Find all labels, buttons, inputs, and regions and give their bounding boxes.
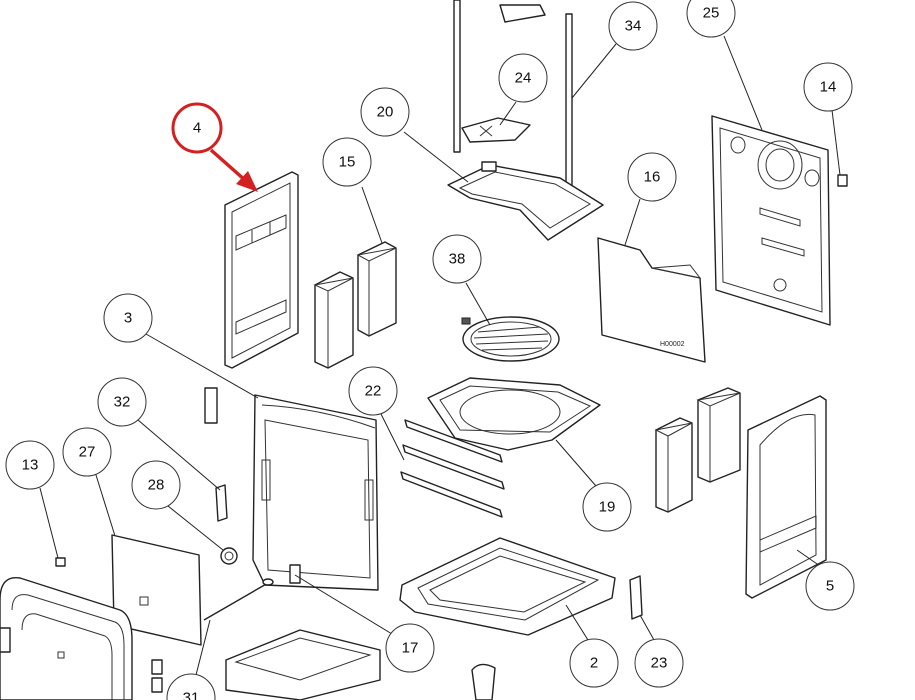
highlight-arrow [209,148,258,192]
callout-24: 24 [498,53,548,103]
callout-circle [569,638,619,688]
callout-circle [97,377,147,427]
leader-lines [39,35,841,676]
front-door-partial [0,576,133,700]
callout-circle [348,366,398,416]
part-4-rear-frame [224,171,299,369]
ash-pan [225,629,381,700]
callout-34: 34 [608,1,658,51]
callout-label: 14 [820,79,837,96]
callout-label: 13 [22,457,39,474]
part-34-rods [453,0,573,187]
callout-32: 32 [97,377,147,427]
part-24-clip [461,117,531,143]
callout-label: 28 [148,477,165,494]
callout-31: 31 [166,673,216,700]
part-25-back-plate [711,115,831,326]
part-15-firebricks [313,241,397,369]
part-16-rear-firebrick: H00002 [597,237,706,363]
callout-label: 3 [124,310,132,327]
callout-circle [582,482,632,532]
part-20-baffle [447,161,604,241]
callout-label: 27 [79,444,96,461]
callout-circle [166,673,216,700]
callout-16: 16 [627,152,677,202]
callout-38: 38 [432,234,482,284]
callout-label: 32 [114,394,131,411]
callout-circle [627,152,677,202]
callout-label: 31 [183,690,200,700]
callout-17: 17 [385,623,435,673]
callout-3: 3 [103,293,153,343]
part-2-base-tray [399,537,616,636]
part-22-bars [400,419,505,518]
callout-14: 14 [803,62,853,112]
callout-20: 20 [360,87,410,137]
callout-label: 20 [377,104,394,121]
callout-13: 13 [5,440,55,490]
callout-label: 17 [402,640,419,657]
callout-circle [608,1,658,51]
callout-circle [171,102,223,154]
callout-label: 15 [339,154,356,171]
callout-circle [322,137,372,187]
callout-circle [385,623,435,673]
callout-circle [103,293,153,343]
part-32-plate [204,387,228,522]
callout-2: 2 [569,638,619,688]
part-5-door [745,395,827,599]
part-19-grate-frame [427,377,601,451]
callout-25: 25 [686,0,736,38]
part-27-glass [111,534,202,646]
part-31-rod [203,578,274,621]
part-3-front-frame [252,394,379,591]
callout-circle [803,62,853,112]
callout-circle [5,440,55,490]
callout-circle [634,638,684,688]
callout-27: 27 [62,427,112,477]
callout-22: 22 [348,366,398,416]
callout-circle [62,427,112,477]
callout-circle [498,53,548,103]
callout-label: 24 [515,70,532,87]
part-28-knob [220,547,238,565]
callout-label: 19 [599,499,616,516]
callout-19: 19 [582,482,632,532]
part-38-grate [461,316,560,362]
callout-label: 38 [449,251,466,268]
callout-15: 15 [322,137,372,187]
callout-circle [360,87,410,137]
callout-circle [432,234,482,284]
callout-circle [131,460,181,510]
callout-23: 23 [634,638,684,688]
callout-label: 16 [644,169,661,186]
callout-label: 23 [651,655,668,672]
hinge-bits [151,659,163,693]
part-13-clip [55,557,66,567]
part-code-stamp: H00002 [660,341,685,348]
callout-label: 2 [590,655,598,672]
callout-28: 28 [131,460,181,510]
callout-label: 4 [193,120,201,137]
callout-label: 22 [365,383,382,400]
part-23-bracket [629,575,643,620]
part-14-tag [837,174,848,187]
callout-circle [805,561,855,611]
stove-leg [471,663,496,700]
callout-circle [686,0,736,38]
callout-4: 4 [171,102,223,154]
side-firebricks [654,387,741,513]
callout-label: 5 [826,578,834,595]
callout-label: 25 [703,5,720,22]
callout-label: 34 [625,18,642,35]
callout-5: 5 [805,561,855,611]
